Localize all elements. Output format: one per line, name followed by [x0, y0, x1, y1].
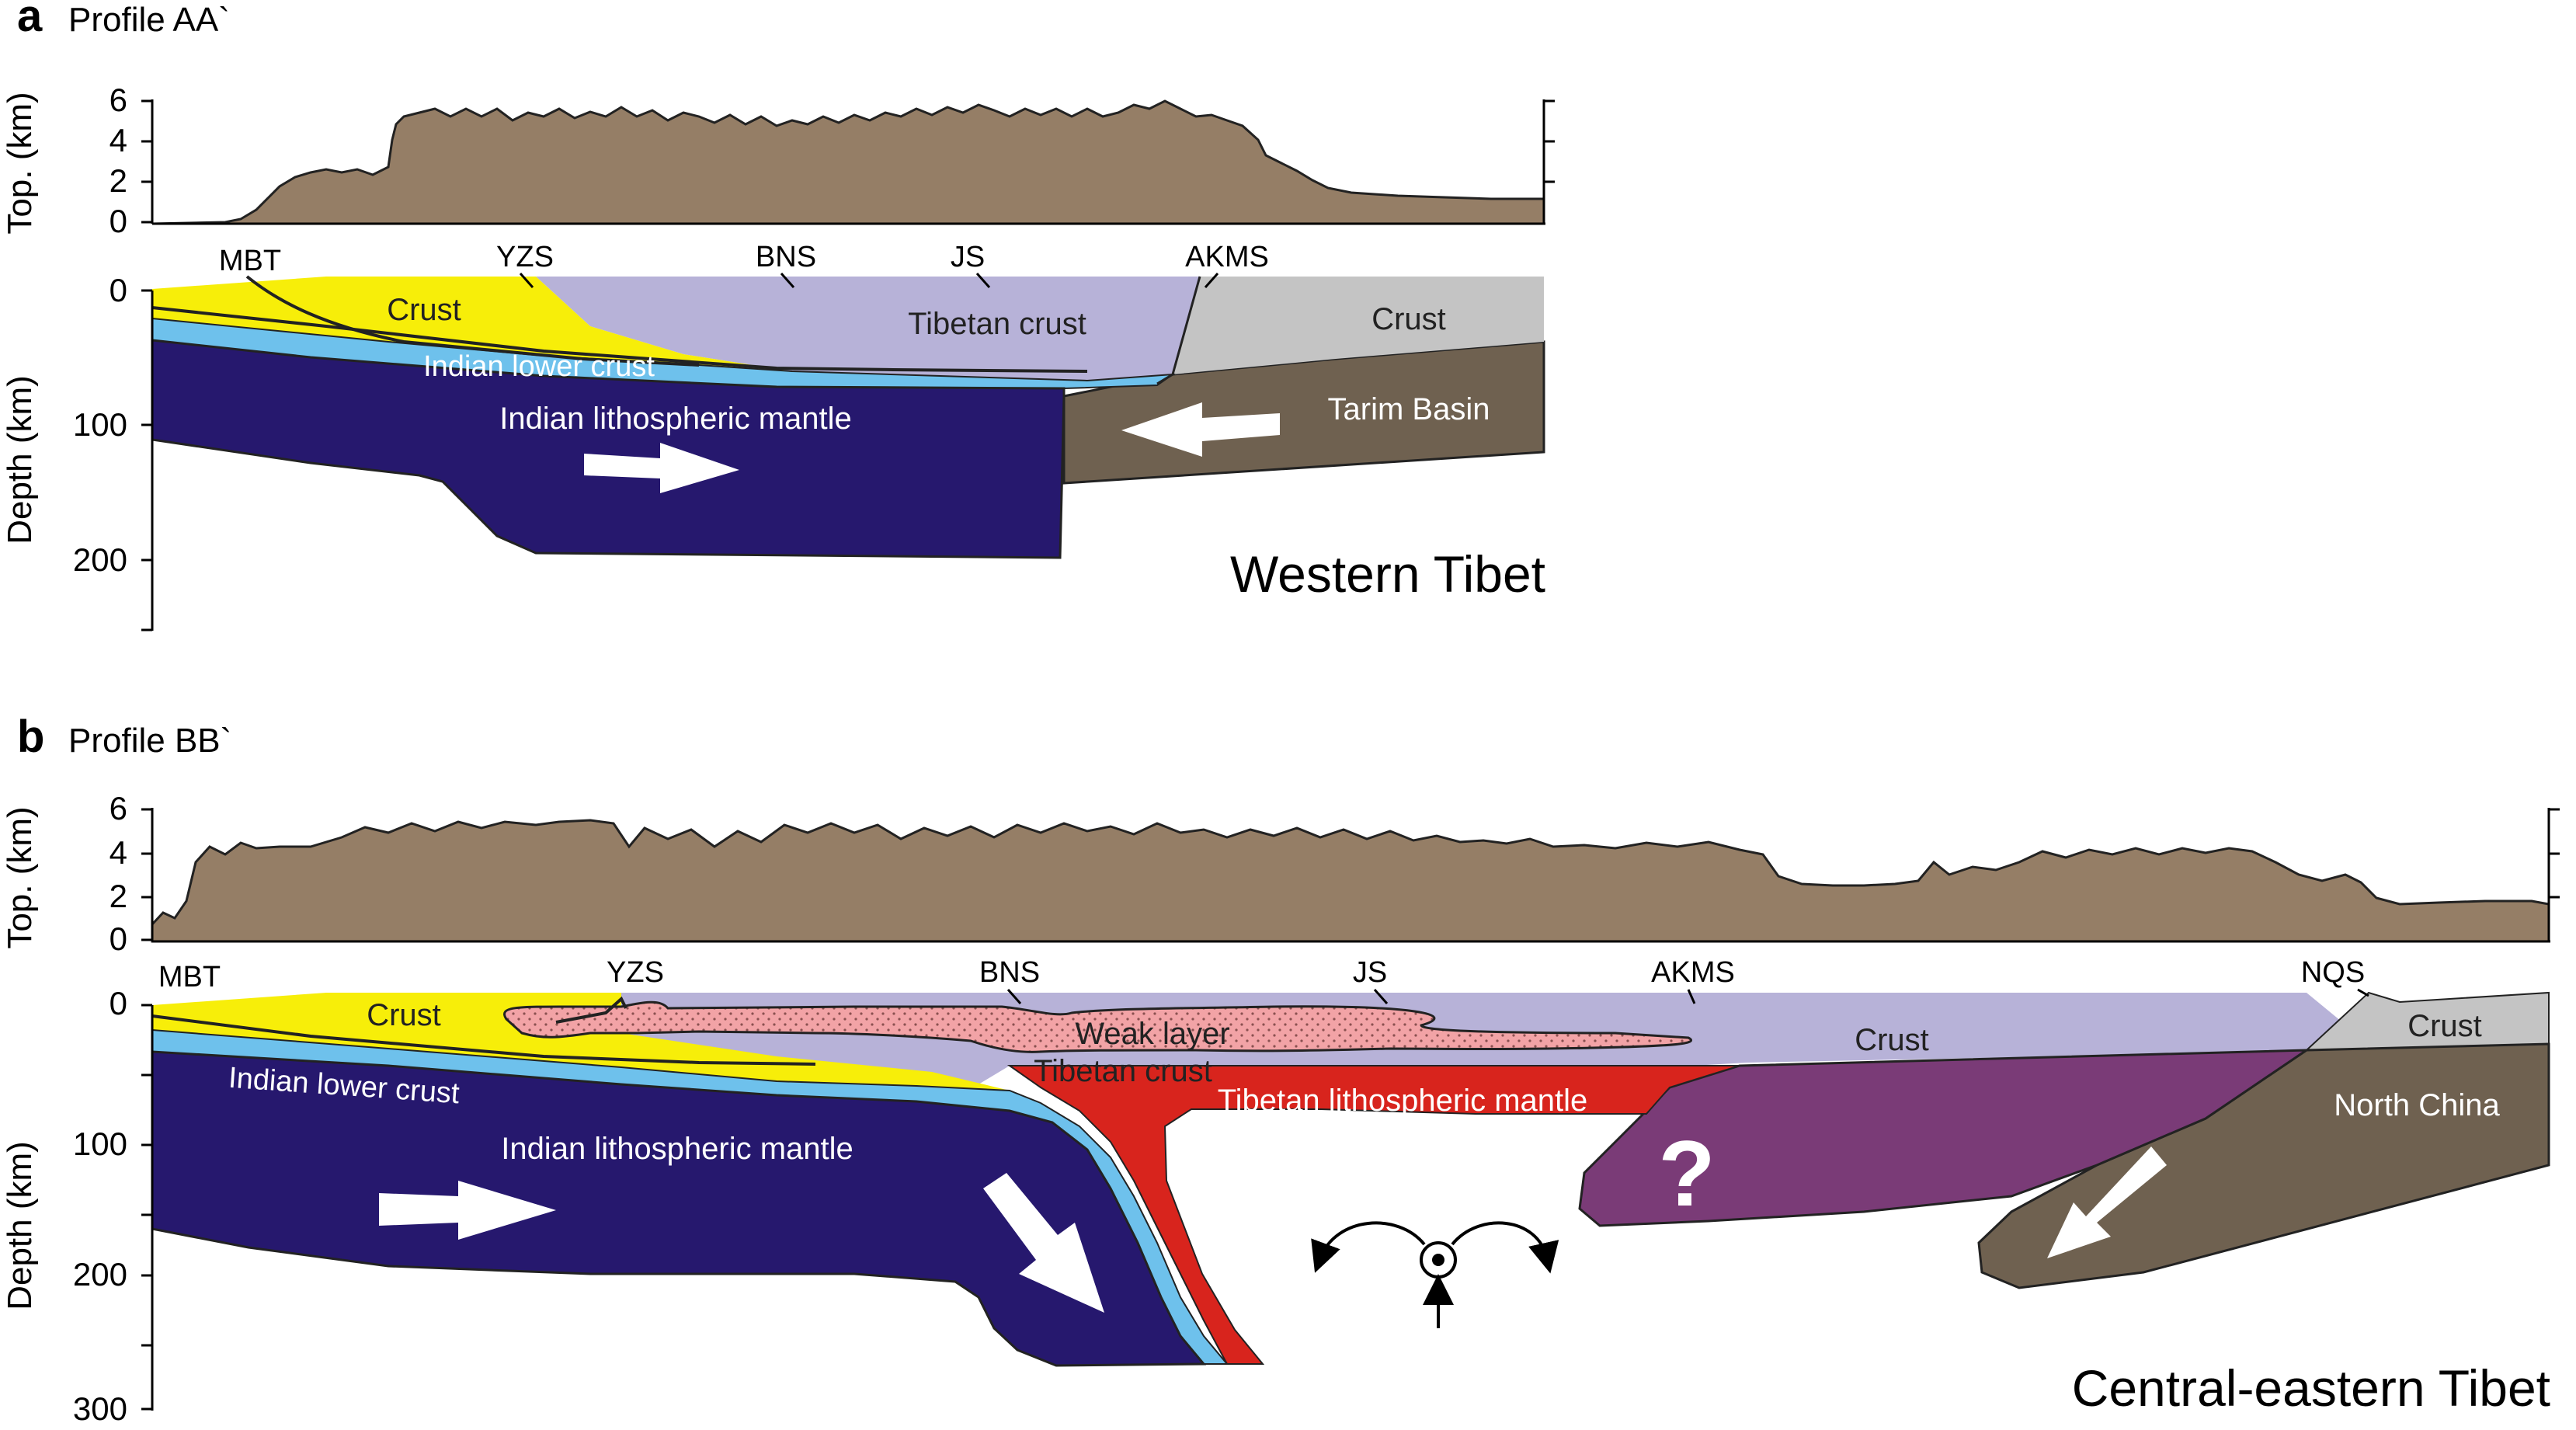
panel-a-topo-axis-label: Top. (km): [1, 92, 39, 234]
panel-a-depth-tick: 0: [110, 272, 127, 308]
panel-a-depth-tick: 200: [73, 541, 127, 578]
panel-a-boundary-line: [1156, 276, 1201, 385]
panel-b-topo-axis: [141, 808, 2560, 943]
panel-b-arrow-southwest: [2047, 1146, 2167, 1258]
panel-a-suture-tick: [519, 273, 534, 288]
panel-b-depth-axis: [141, 1004, 154, 1411]
panel-a-suture-tick: [1204, 273, 1219, 288]
panel-a-suture-yzs: YZS: [496, 241, 554, 273]
panel-a-region-title: Western Tibet: [1230, 545, 1545, 603]
panel-b-depth-tick: 200: [73, 1256, 127, 1293]
panel-b-label-weak-layer: Weak layer: [1075, 1017, 1229, 1051]
panel-b-depth-tick: 0: [110, 985, 127, 1021]
panel-b-depth-tick: 300: [73, 1390, 127, 1426]
panel-a-label-crust-south: Crust: [387, 293, 461, 327]
panel-a-arrow-northward: [584, 443, 739, 493]
panel-b-label-crust-north: Crust: [2407, 1009, 2482, 1043]
panel-b-topo-tick: 0: [110, 920, 127, 957]
panel-a-topo-tick: 2: [110, 162, 127, 199]
panel-a-indian-mantle: [151, 339, 1066, 559]
panel-b-topo-tick: 2: [110, 878, 127, 914]
panel-b-fault-line: [555, 996, 627, 1024]
panel-a-suture-js: JS: [951, 241, 985, 273]
panel-a-suture-bns: BNS: [756, 241, 816, 273]
panel-a-label-indian-mantle: Indian lithospheric mantle: [499, 402, 852, 436]
panel-b-region-title: Central-eastern Tibet: [2072, 1359, 2550, 1417]
panel-a-depth-tick: 100: [73, 406, 127, 443]
panel-b-depth-tick: 100: [73, 1126, 127, 1162]
panel-a-northern-crust: [1173, 277, 1544, 374]
panel-b-suture-tick: [1687, 989, 1696, 1004]
panel-b-arrow-downdip: [983, 1173, 1104, 1313]
panel-a-arrow-southward: [1121, 402, 1280, 457]
panel-a: a Profile AA` 6 4 2 0 Top. (km) 0 100 20: [1, 0, 1555, 631]
panel-a-depth-axis: [141, 289, 154, 631]
panel-a-topo-tick: 0: [110, 203, 127, 239]
panel-b-weak-layer: [503, 1000, 1692, 1053]
panel-b-indian-mantle: [151, 1050, 1207, 1367]
panel-a-fault-line: [245, 275, 700, 367]
panel-a-suture-tick: [780, 273, 795, 288]
panel-b-label-indian-mantle: Indian lithospheric mantle: [501, 1132, 853, 1166]
panel-b-suture-tick: [2357, 988, 2369, 997]
panel-a-topo-tick: 4: [110, 122, 127, 158]
panel-b: b Profile BB` 6 4 2 0 Top. (km): [1, 712, 2560, 1427]
panel-a-suture-akms: AKMS: [1185, 241, 1269, 273]
panel-b-suture-bns: BNS: [979, 956, 1040, 989]
panel-a-suture-tick: [975, 273, 991, 288]
panel-b-crust-south: [152, 993, 1010, 1091]
panel-a-depth-axis-label: Depth (km): [1, 375, 39, 545]
panel-a-crust-south: [152, 277, 792, 371]
panel-a-letter: a: [17, 0, 43, 41]
panel-b-arrow-northward: [379, 1181, 556, 1240]
panel-b-label-tibetan-crust: Tibetan crust: [1034, 1054, 1212, 1088]
panel-b-question-mark: ?: [1658, 1122, 1715, 1226]
panel-a-label-tibetan-crust: Tibetan crust: [908, 307, 1086, 341]
panel-b-suture-yzs: YZS: [607, 956, 664, 989]
panel-b-letter: b: [17, 712, 44, 762]
panel-b-depth-axis-label: Depth (km): [1, 1141, 39, 1310]
panel-a-fault-line: [151, 306, 1088, 373]
panel-a-label-tarim: Tarim Basin: [1328, 392, 1490, 426]
panel-b-suture-nqs: NQS: [2301, 956, 2365, 989]
panel-b-tibetan-mantle: [1006, 1065, 1740, 1365]
panel-b-topo-tick: 4: [110, 834, 127, 871]
panel-a-topography: [151, 99, 1545, 225]
panel-a-label-crust-north: Crust: [1371, 302, 1446, 336]
panel-b-topography: [151, 819, 2550, 943]
panel-b-title: Profile BB`: [68, 722, 231, 760]
panel-b-suture-tick: [1006, 989, 1022, 1004]
panel-b-suture-js: JS: [1353, 956, 1387, 989]
panel-b-topo-tick: 6: [110, 790, 127, 826]
panel-b-suture-tick: [1373, 989, 1389, 1004]
panel-b-topo-axis-label: Top. (km): [1, 806, 39, 948]
panel-a-tibetan-crust: [536, 277, 1200, 381]
panel-b-suture-akms: AKMS: [1651, 956, 1735, 989]
mantle-upwelling-symbol: [1311, 1221, 1559, 1328]
panel-b-label-crust-mid: Crust: [1855, 1023, 1929, 1057]
panel-a-suture-mbt: MBT: [219, 245, 281, 277]
panel-a-topo-tick: 6: [110, 82, 127, 118]
panel-b-question-body: [1578, 1049, 2311, 1227]
panel-a-topo-axis: [141, 99, 1555, 225]
panel-a-title: Profile AA`: [68, 1, 230, 39]
panel-a-label-lower-crust: Indian lower crust: [423, 350, 655, 383]
panel-b-label-crust-south: Crust: [367, 998, 441, 1032]
panel-b-fault-line: [151, 1014, 816, 1066]
panel-b-suture-mbt: MBT: [158, 961, 221, 993]
panel-b-label-north-china: North China: [2334, 1088, 2500, 1122]
panel-b-label-tibetan-mantle: Tibetan lithospheric mantle: [1218, 1084, 1588, 1118]
